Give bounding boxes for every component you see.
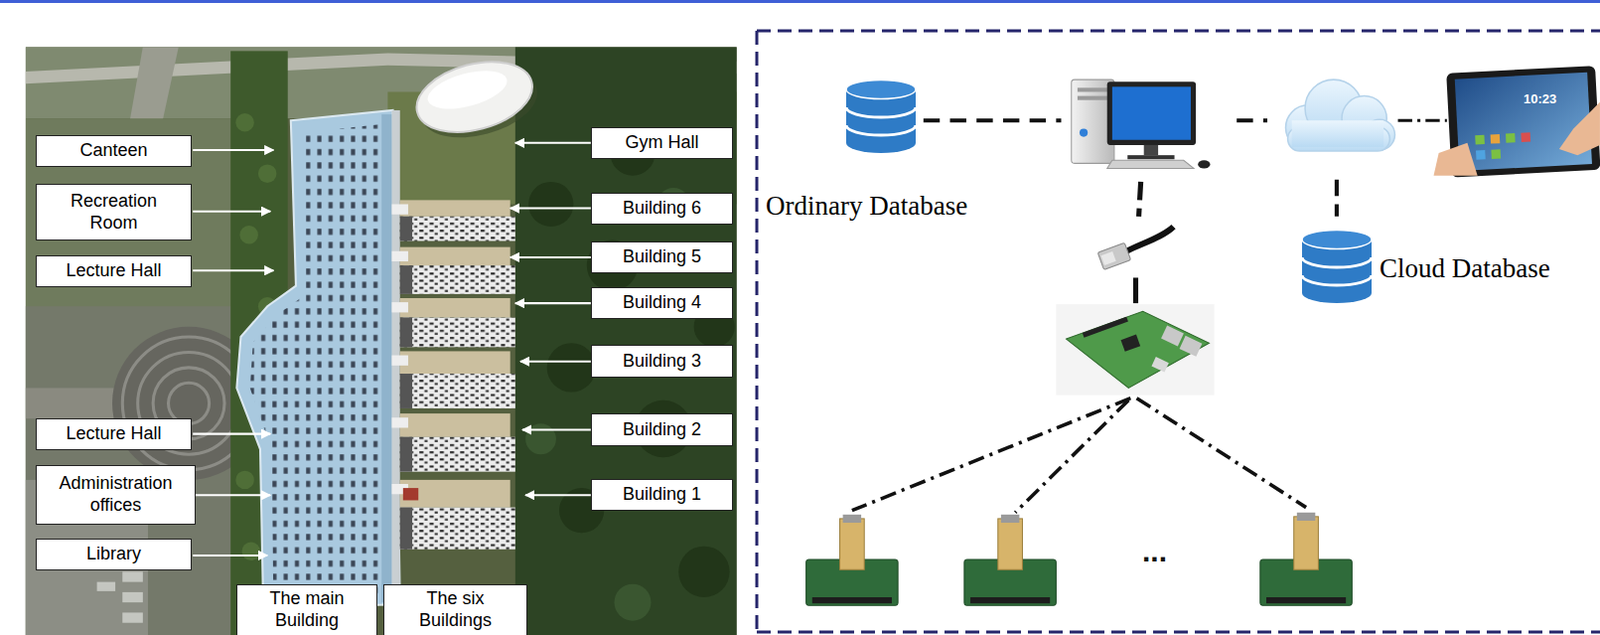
database-icon: Cloud Database (1301, 229, 1373, 303)
place-label: Building 4 (590, 287, 733, 319)
label-text: Gym Hall (624, 132, 699, 154)
tablet-icon (1433, 65, 1600, 178)
sensor-boards (806, 512, 1353, 605)
label-text: Lecture Hall (65, 423, 161, 445)
place-label: Building 6 (590, 192, 733, 225)
place-label: Building 3 (590, 344, 733, 378)
group-label: The main Building (236, 583, 378, 635)
clock-text: 10:23 (1523, 92, 1557, 107)
ethernet-cable (1097, 226, 1173, 270)
label-text: Building 6 (622, 197, 702, 220)
label-text: Building 4 (622, 291, 702, 314)
leader-arrows (192, 143, 591, 556)
place-label: Lecture Hall (35, 255, 192, 288)
six-buildings (392, 199, 516, 549)
place-label: Gym Hall (590, 127, 733, 159)
label-text: Building 3 (622, 350, 702, 373)
cloud-icon (1286, 79, 1396, 151)
label-text: Building 2 (622, 419, 702, 441)
raspberry-pi (1055, 303, 1214, 395)
place-label: Recreation Room (35, 183, 192, 241)
label-text: Lecture Hall (65, 260, 161, 283)
group-label: The six Buildings (383, 583, 528, 635)
label-text: Administration offices (40, 472, 191, 516)
place-label: Administration offices (35, 464, 196, 525)
network-links (852, 120, 1448, 513)
label-text: The main Building (251, 587, 363, 631)
aerial-photo (25, 46, 737, 635)
database-label: Cloud Database (1379, 254, 1551, 285)
place-label: Building 5 (590, 241, 733, 274)
database-label: Ordinary Database (765, 191, 968, 222)
label-text: Recreation Room (58, 190, 170, 234)
database-cylinder (845, 79, 917, 153)
place-label: Building 2 (590, 413, 733, 446)
label-text: Building 1 (622, 483, 702, 506)
top-rule (0, 0, 1600, 3)
place-label: Building 1 (590, 478, 733, 511)
place-label: Canteen (35, 135, 192, 167)
database-cylinder (1301, 229, 1373, 303)
label-text: Canteen (79, 140, 147, 162)
computer-icon (1071, 79, 1211, 168)
ellipsis: ... (1142, 534, 1167, 568)
system-frame (756, 30, 1600, 635)
place-label: Lecture Hall (35, 418, 192, 450)
database-icon: Ordinary Database (845, 79, 917, 153)
place-label: Library (35, 538, 192, 571)
label-text: The six Buildings (400, 587, 512, 631)
label-text: Library (86, 543, 142, 566)
label-text: Building 5 (622, 246, 702, 269)
